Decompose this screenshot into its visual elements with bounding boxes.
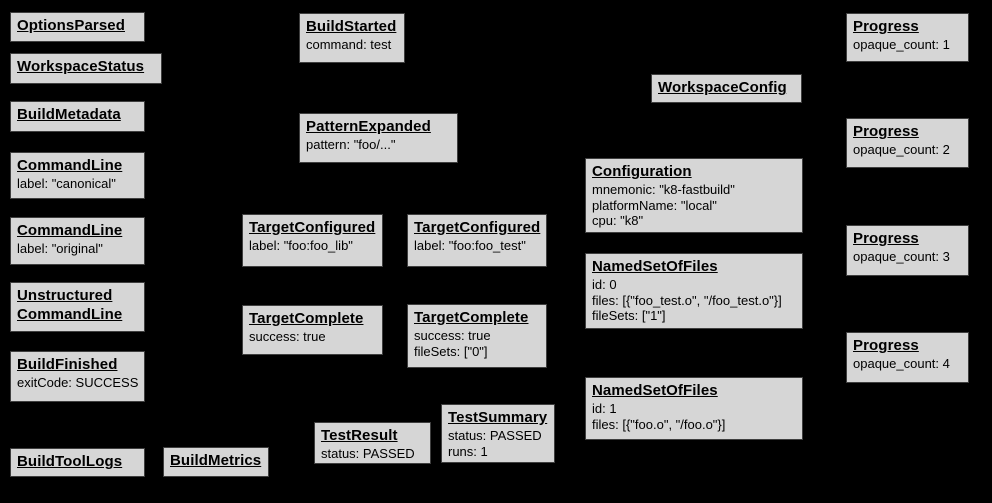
node-unstructured-command-line: Unstructured CommandLine	[10, 282, 145, 332]
node-body: label: "original"	[17, 241, 138, 257]
node-field: command: test	[306, 37, 392, 52]
node-body: opaque_count: 3	[853, 249, 962, 265]
node-body: command: test	[306, 37, 398, 53]
node-workspace-status: WorkspaceStatus	[10, 53, 162, 84]
node-body: mnemonic: "k8-fastbuild"platformName: "l…	[592, 182, 796, 229]
node-field: opaque_count: 4	[853, 356, 950, 371]
node-title: TargetConfigured	[249, 219, 376, 236]
node-field: platformName: "local"	[592, 197, 717, 213]
node-body: label: "foo:foo_lib"	[249, 238, 376, 254]
node-title: OptionsParsed	[17, 17, 125, 34]
node-title: TargetConfigured	[414, 219, 541, 236]
node-title: TestResult	[321, 427, 398, 444]
node-body: opaque_count: 1	[853, 37, 962, 53]
node-pattern-expanded: PatternExpanded pattern: "foo/..."	[299, 113, 458, 163]
node-body: label: "foo:foo_test"	[414, 238, 540, 254]
node-build-metrics: BuildMetrics	[163, 447, 269, 477]
node-field: label: "canonical"	[17, 176, 116, 191]
node-progress-3: Progress opaque_count: 3	[846, 225, 969, 276]
node-field: success: true	[414, 328, 491, 343]
node-field: status: PASSED	[321, 446, 415, 461]
node-command-line-original: CommandLine label: "original"	[10, 217, 145, 265]
node-target-configured-foo-test: TargetConfigured label: "foo:foo_test"	[407, 214, 547, 267]
node-title: NamedSetOfFiles	[592, 258, 718, 275]
node-body: opaque_count: 2	[853, 142, 962, 158]
node-field: runs: 1	[448, 443, 488, 459]
node-field: opaque_count: 3	[853, 249, 950, 264]
node-field: pattern: "foo/..."	[306, 137, 396, 152]
node-field: files: [{"foo_test.o", "/foo_test.o"}]	[592, 292, 782, 308]
node-title: BuildFinished	[17, 356, 118, 373]
node-body: pattern: "foo/..."	[306, 137, 451, 153]
node-field: opaque_count: 1	[853, 37, 950, 52]
node-field: fileSets: ["1"]	[592, 308, 666, 323]
node-title: WorkspaceStatus	[17, 58, 145, 75]
node-target-complete-foo-lib: TargetComplete success: true	[242, 305, 383, 355]
node-field: label: "foo:foo_test"	[414, 238, 526, 253]
node-body: opaque_count: 4	[853, 356, 962, 372]
node-title: NamedSetOfFiles	[592, 382, 718, 399]
node-title: Progress	[853, 230, 919, 247]
node-progress-4: Progress opaque_count: 4	[846, 332, 969, 383]
node-title: TargetComplete	[414, 309, 529, 326]
node-title: CommandLine	[17, 157, 123, 174]
node-title: BuildMetrics	[170, 452, 262, 469]
node-title: BuildStarted	[306, 18, 397, 35]
node-field: opaque_count: 2	[853, 142, 950, 157]
node-body: success: true	[249, 329, 376, 345]
node-body: label: "canonical"	[17, 176, 138, 192]
node-progress-1: Progress opaque_count: 1	[846, 13, 969, 62]
node-field: success: true	[249, 329, 326, 344]
node-title: BuildToolLogs	[17, 453, 123, 470]
node-field: id: 1	[592, 401, 617, 416]
node-field: files: [{"foo.o", "/foo.o"}]	[592, 416, 726, 432]
node-title: BuildMetadata	[17, 106, 121, 123]
node-title: TargetComplete	[249, 310, 364, 327]
node-field: status: PASSED	[448, 428, 542, 443]
node-title: Unstructured CommandLine	[17, 287, 123, 323]
node-title: WorkspaceConfig	[658, 79, 787, 96]
node-body: exitCode: SUCCESS	[17, 375, 138, 391]
node-field: cpu: "k8"	[592, 213, 644, 228]
node-field: fileSets: ["0"]	[414, 343, 488, 359]
node-title: Progress	[853, 337, 919, 354]
node-field: label: "foo:foo_lib"	[249, 238, 353, 253]
node-title: TestSummary	[448, 409, 548, 426]
node-field: mnemonic: "k8-fastbuild"	[592, 182, 735, 197]
node-title: PatternExpanded	[306, 118, 431, 135]
node-workspace-config: WorkspaceConfig	[651, 74, 802, 103]
node-title: Progress	[853, 123, 919, 140]
node-title: CommandLine	[17, 222, 123, 239]
node-field: id: 0	[592, 277, 617, 292]
node-command-line-canonical: CommandLine label: "canonical"	[10, 152, 145, 199]
node-field: exitCode: SUCCESS	[17, 375, 139, 390]
node-title: Progress	[853, 18, 919, 35]
node-title: Configuration	[592, 163, 692, 180]
node-build-finished: BuildFinished exitCode: SUCCESS	[10, 351, 145, 402]
node-body: status: PASSED	[321, 446, 424, 462]
node-options-parsed: OptionsParsed	[10, 12, 145, 42]
node-field: label: "original"	[17, 241, 103, 256]
node-configuration: Configuration mnemonic: "k8-fastbuild"pl…	[585, 158, 803, 233]
node-target-configured-foo-lib: TargetConfigured label: "foo:foo_lib"	[242, 214, 383, 267]
node-test-result: TestResult status: PASSED	[314, 422, 431, 464]
node-build-tool-logs: BuildToolLogs	[10, 448, 145, 477]
node-build-started: BuildStarted command: test	[299, 13, 405, 63]
node-build-metadata: BuildMetadata	[10, 101, 145, 132]
node-progress-2: Progress opaque_count: 2	[846, 118, 969, 168]
